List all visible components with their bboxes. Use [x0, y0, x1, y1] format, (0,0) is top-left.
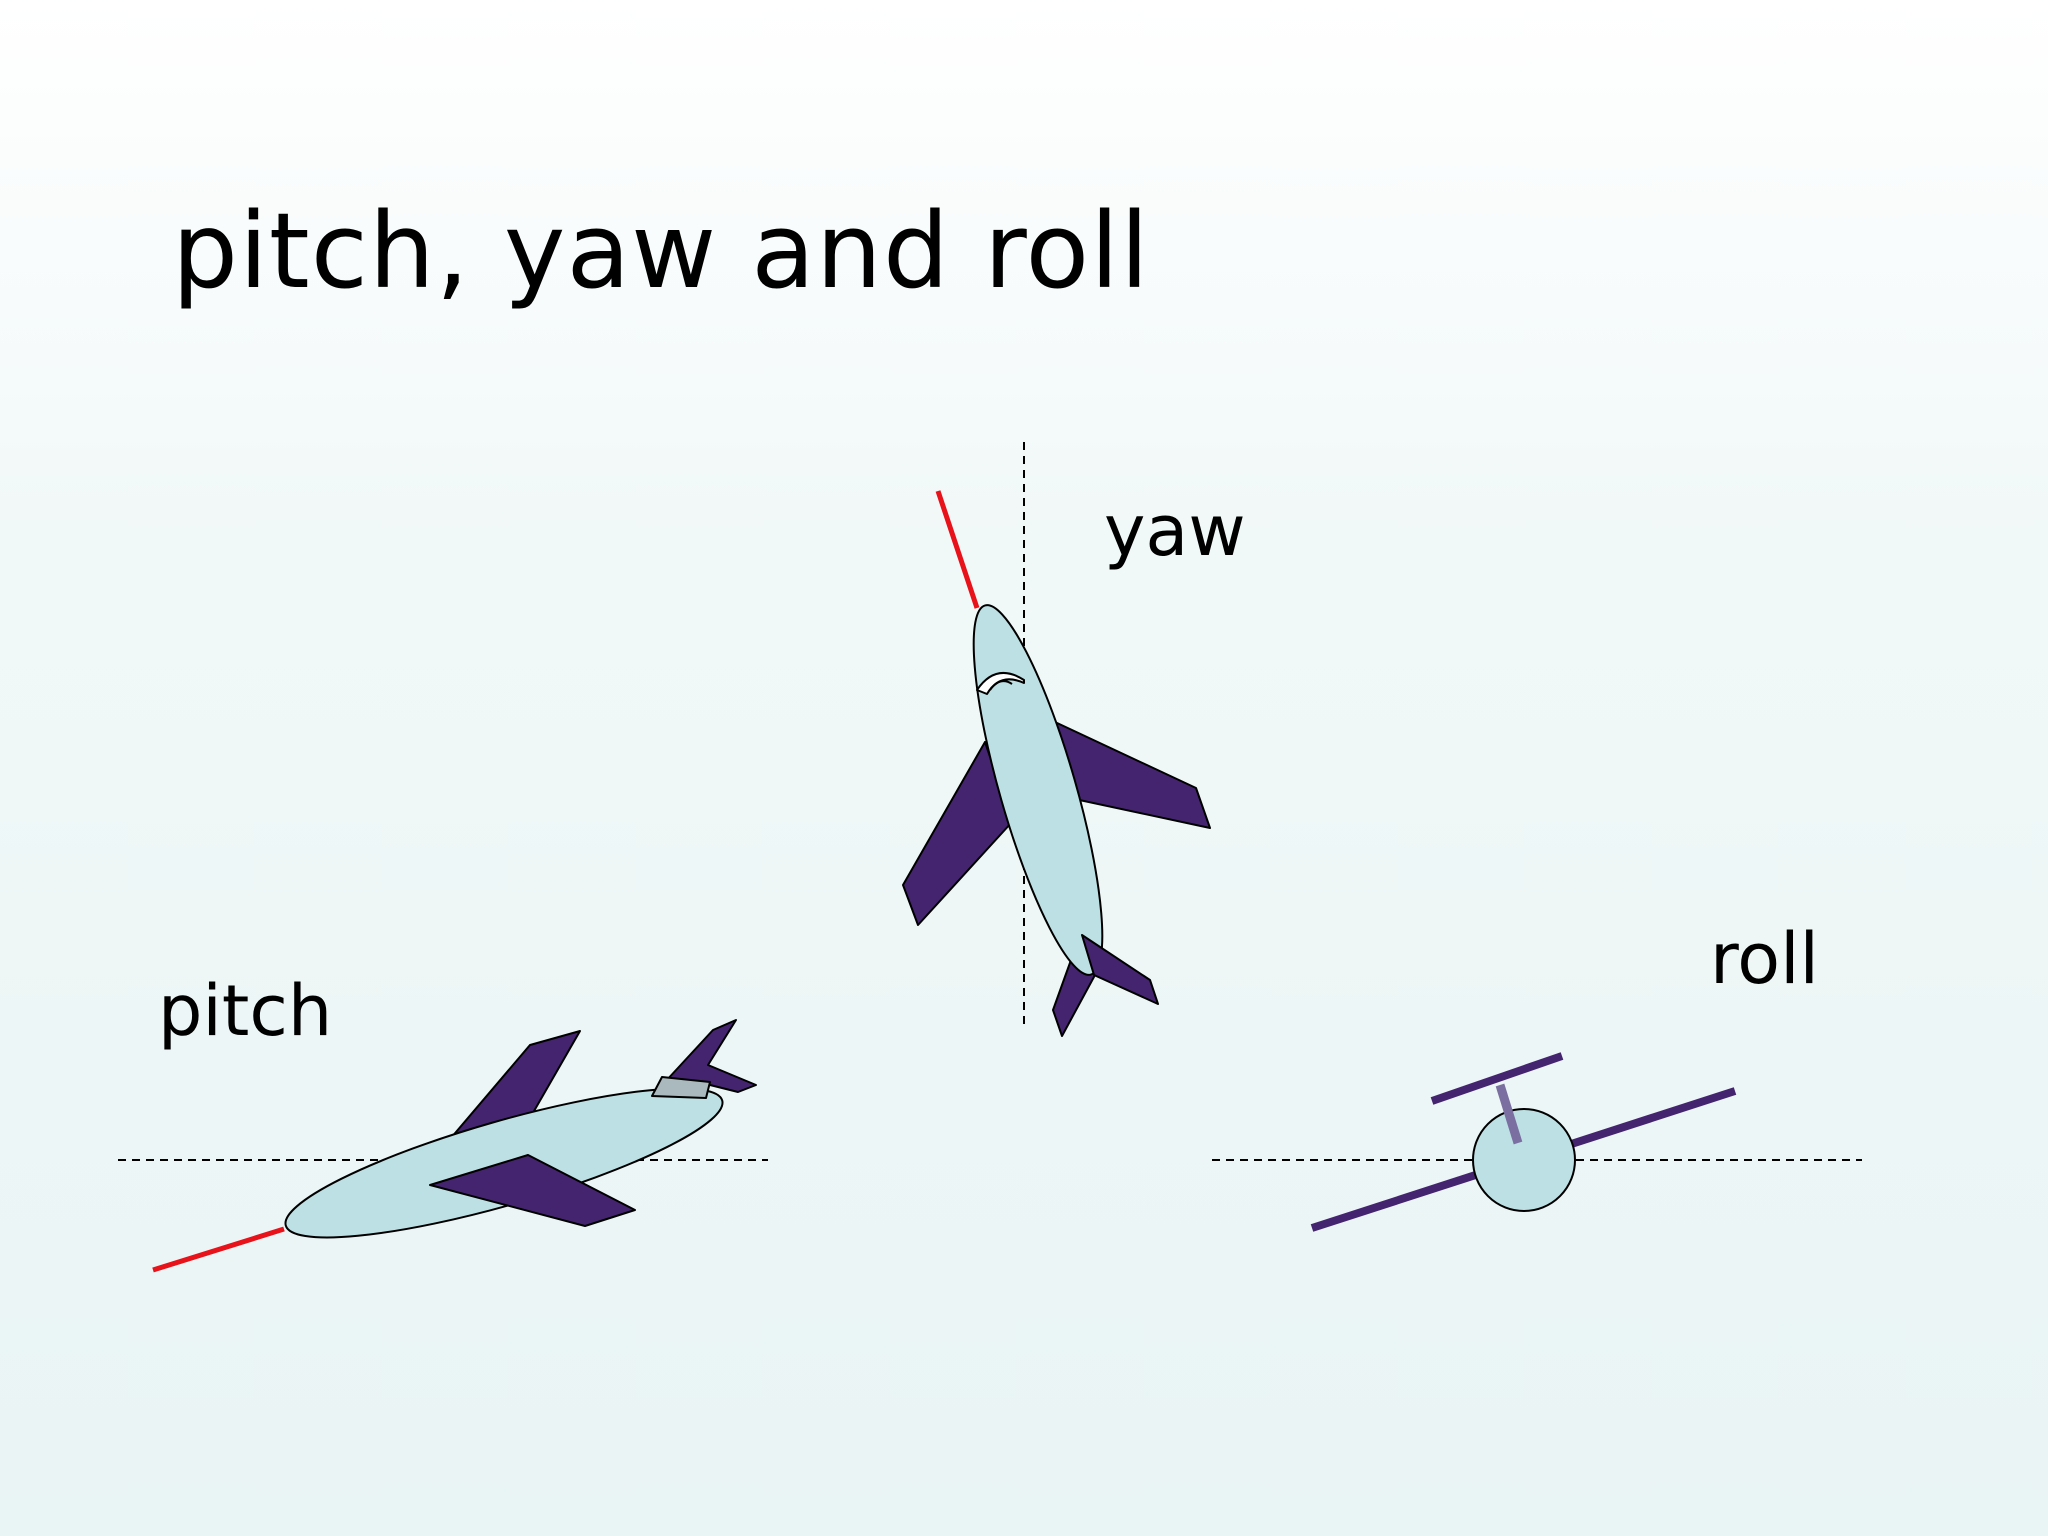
roll-airplane-icon	[1310, 1052, 1737, 1232]
roll-label: roll	[1710, 918, 1819, 1000]
yaw-label: yaw	[1104, 490, 1246, 572]
yaw-right-tail	[1081, 934, 1159, 1005]
pitch-tail-plane	[651, 1076, 711, 1099]
roll-tail-mast	[1495, 1083, 1523, 1145]
roll-group	[1212, 1052, 1862, 1232]
roll-fuselage	[1472, 1108, 1576, 1212]
pitch-heading-line	[152, 1226, 285, 1273]
slide-title: pitch, yaw and roll	[172, 190, 1150, 312]
roll-tail-plane	[1430, 1052, 1564, 1105]
yaw-airplane-icon	[902, 604, 1211, 1037]
yaw-heading-line	[935, 490, 980, 609]
pitch-near-wing	[429, 1154, 636, 1227]
pitch-label: pitch	[158, 970, 333, 1052]
yaw-group	[902, 442, 1211, 1037]
pitch-airplane-icon	[284, 1019, 757, 1239]
yaw-fuselage	[972, 604, 1104, 976]
pitch-group	[118, 1019, 768, 1273]
yaw-cockpit-inner	[989, 680, 1013, 691]
